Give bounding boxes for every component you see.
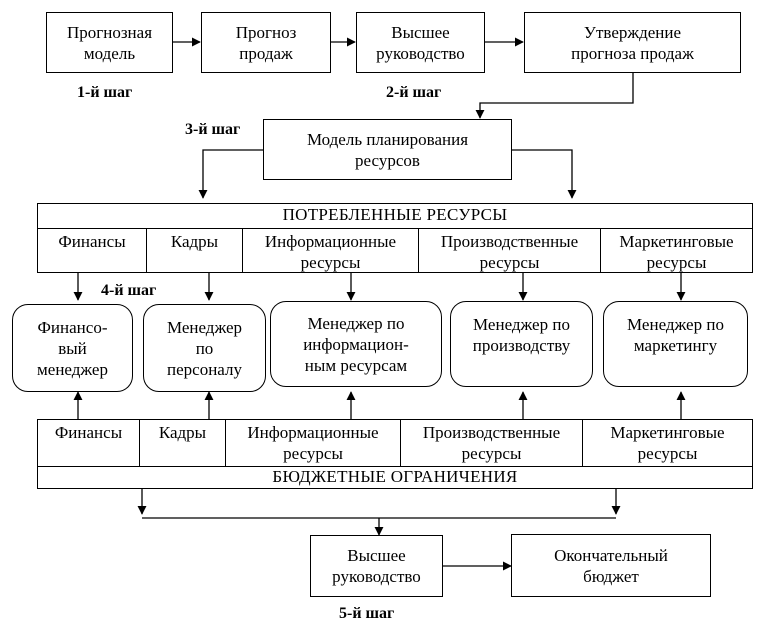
final-budget-box: Окончательный бюджет: [511, 534, 711, 597]
arrow-planning-left: [198, 149, 263, 199]
arrow-approval-to-planning: [475, 73, 634, 119]
consumed-col-info: Информационные ресурсы: [242, 229, 418, 272]
step3-label: 3-й шаг: [185, 121, 241, 138]
step4-label: 4-й шаг: [101, 282, 157, 299]
resource-planning-model-box: Модель планирования ресурсов: [263, 119, 512, 180]
budget-col-finance: Финансы: [54, 423, 123, 442]
manager-production-box: Менеджер по производству: [450, 301, 593, 387]
consumed-col-hr: Кадры: [146, 229, 242, 272]
manager-hr-box: Менеджер по персоналу: [143, 304, 266, 392]
manager-marketing-box: Менеджер по маркетингу: [603, 301, 748, 387]
consumed-col-marketing: Маркетинговые ресурсы: [600, 229, 752, 272]
step2-label: 2-й шаг: [386, 84, 442, 101]
budget-col-marketing: Маркетинговые ресурсы: [582, 420, 752, 466]
arrow-planning-right: [512, 149, 577, 199]
budget-constraints-title: БЮДЖЕТНЫЕ ОГРАНИЧЕНИЯ: [272, 467, 518, 486]
forecast-approval-box: Утверждение прогноза продаж: [524, 12, 741, 73]
sales-forecast-box: Прогноз продаж: [201, 12, 331, 73]
top-management-box: Высшее руководство: [356, 12, 485, 73]
manager-info-box: Менеджер по информацион- ным ресурсам: [270, 301, 442, 387]
step5-label: 5-й шаг: [339, 605, 395, 622]
consumed-resources-table: ПОТРЕБЛЕННЫЕ РЕСУРСЫ Финансы Кадры Инфор…: [37, 203, 753, 273]
budget-col-production: Производственные ресурсы: [400, 420, 582, 466]
consumed-col-finance: Финансы: [58, 232, 126, 251]
bottom-top-management-box: Высшее руководство: [310, 535, 443, 597]
manager-finance-box: Финансо- вый менеджер: [12, 304, 133, 392]
step1-label: 1-й шаг: [77, 84, 133, 101]
budget-col-info: Информационные ресурсы: [225, 420, 400, 466]
consumed-resources-title: ПОТРЕБЛЕННЫЕ РЕСУРСЫ: [282, 205, 508, 224]
budget-col-hr: Кадры: [139, 420, 225, 466]
budget-constraints-table: Финансы Кадры Информационные ресурсы Про…: [37, 419, 753, 489]
consumed-col-production: Производственные ресурсы: [418, 229, 600, 272]
forecast-model-box: Прогнозная модель: [46, 12, 173, 73]
